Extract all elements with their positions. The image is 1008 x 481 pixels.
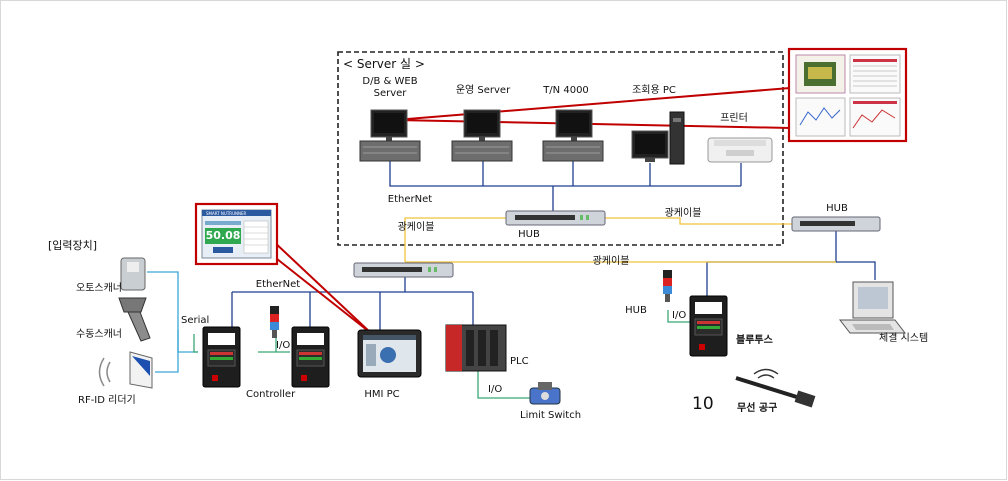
db-web-server-label-2: Server [373, 88, 407, 99]
io-lines [193, 310, 690, 399]
hub-server-room [505, 210, 606, 226]
server-operation [451, 109, 513, 162]
io-left-label: I/O [276, 340, 291, 351]
optical-lines [404, 217, 836, 263]
limit-switch-label: Limit Switch [520, 410, 582, 421]
printer-label: 프린터 [720, 113, 748, 124]
hmi-value-panel [205, 228, 241, 244]
controller-1 [202, 326, 241, 388]
report-screens [795, 54, 901, 137]
operation-server-label: 운영 Server [455, 85, 511, 96]
io-right-label: I/O [672, 310, 687, 321]
manual-scanner-device [118, 297, 151, 342]
small-hub-label: HUB [625, 305, 647, 316]
manual-scanner-label: 수동스캐너 [76, 329, 122, 340]
rfid-reader-device [98, 351, 153, 389]
hmi-display-value: 50.08 [205, 229, 241, 242]
serial-lines [147, 271, 198, 373]
server-ethernet-label: EtherNet [387, 194, 433, 205]
stack-light-left [270, 306, 279, 338]
fastening-system-device [838, 281, 907, 334]
server-hub-label: HUB [518, 229, 540, 240]
server-room-box [337, 51, 784, 246]
field-ethernet-label: EtherNet [255, 279, 301, 290]
io-plc-label: I/O [488, 384, 503, 395]
field-optical-cable-label: 광케이블 [592, 256, 630, 267]
rfid-reader-label: RF-ID 리더기 [78, 395, 136, 406]
bluetooth-label: 블루투스 [736, 335, 773, 346]
serial-label: Serial [181, 315, 210, 326]
hub-right [791, 216, 881, 232]
server-db-web [359, 109, 421, 162]
tn-server-label: T/N 4000 [543, 85, 589, 96]
plc-device [445, 324, 507, 372]
auto-scanner-label: 오토스캐너 [76, 283, 122, 294]
hmi-display-title: SMART NUTRUNNER [206, 211, 247, 216]
server-room-title: < Server 실 > [343, 57, 425, 71]
query-pc [631, 111, 685, 165]
input-devices-title: [입력장치] [48, 239, 98, 252]
optical-cable-label-right: 광케이블 [664, 208, 702, 219]
wireless-tool-label: 무선 공구 [737, 403, 778, 414]
server-tn [542, 109, 604, 162]
limit-switch-device [529, 382, 561, 405]
controller-2 [291, 326, 330, 388]
number-label: 10 [692, 394, 714, 414]
controller-3 [689, 295, 728, 357]
db-web-server-label-1: D/B & WEB [362, 76, 418, 87]
hmi-pc-label: HMI PC [364, 389, 400, 400]
optical-cable-label-left: 광케이블 [397, 222, 435, 233]
stack-light-right [663, 270, 672, 302]
fastening-system-label: 체결 시스템 [879, 333, 929, 344]
controller-label: Controller [246, 389, 296, 400]
query-pc-label: 조회용 PC [632, 85, 676, 96]
hub-field [353, 262, 454, 278]
auto-scanner-device [120, 257, 146, 291]
hmi-pc-device [357, 329, 422, 378]
printer [707, 137, 773, 163]
wireless-tool-device [735, 368, 816, 408]
ethernet-lines [231, 160, 876, 330]
plc-label: PLC [510, 356, 529, 367]
right-hub-label: HUB [826, 203, 848, 214]
